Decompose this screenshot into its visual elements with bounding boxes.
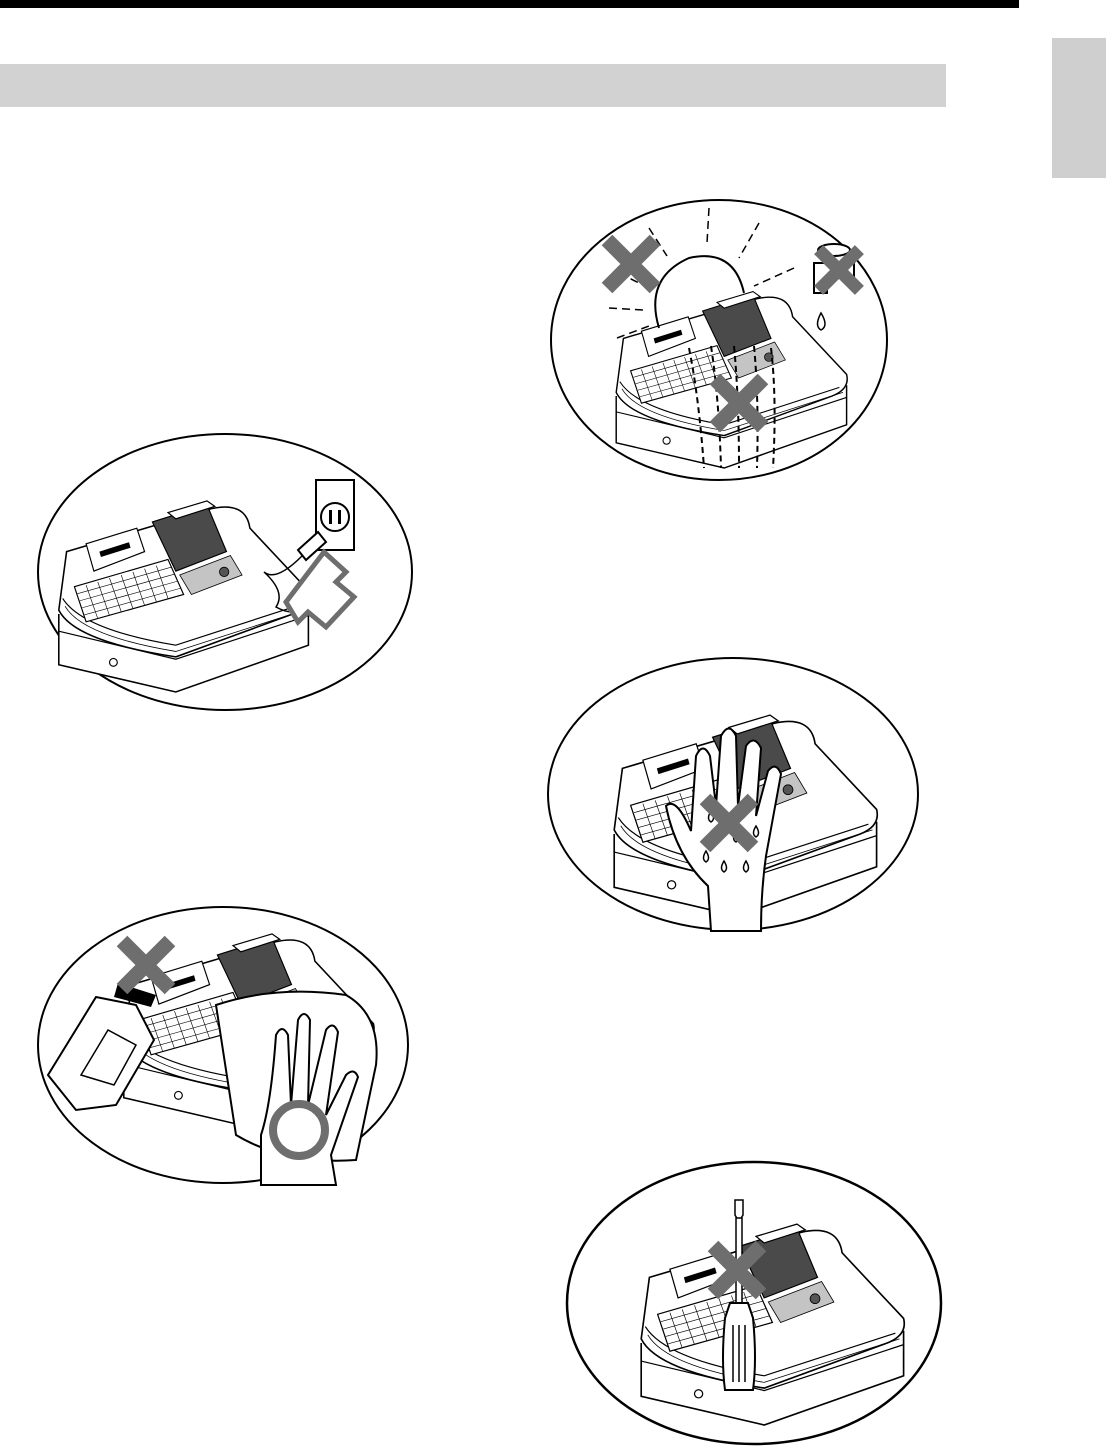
power-plug-icon (36, 432, 416, 714)
illustration-plug-in (36, 432, 416, 714)
section-header-bar (0, 64, 946, 107)
chapter-tab (1052, 38, 1106, 178)
illustration-no-sun-water-dust (549, 198, 889, 482)
illustration-no-wet-hands (546, 656, 920, 932)
illustration-no-solvent-use-cloth (36, 905, 410, 1185)
sun-faucet-icon (549, 198, 889, 482)
screwdriver-icon (565, 1160, 943, 1446)
bottle-cloth-icon (36, 905, 410, 1185)
illustration-no-disassembly (565, 1160, 943, 1446)
top-rule (0, 0, 1019, 8)
wet-hand-icon (546, 656, 920, 932)
